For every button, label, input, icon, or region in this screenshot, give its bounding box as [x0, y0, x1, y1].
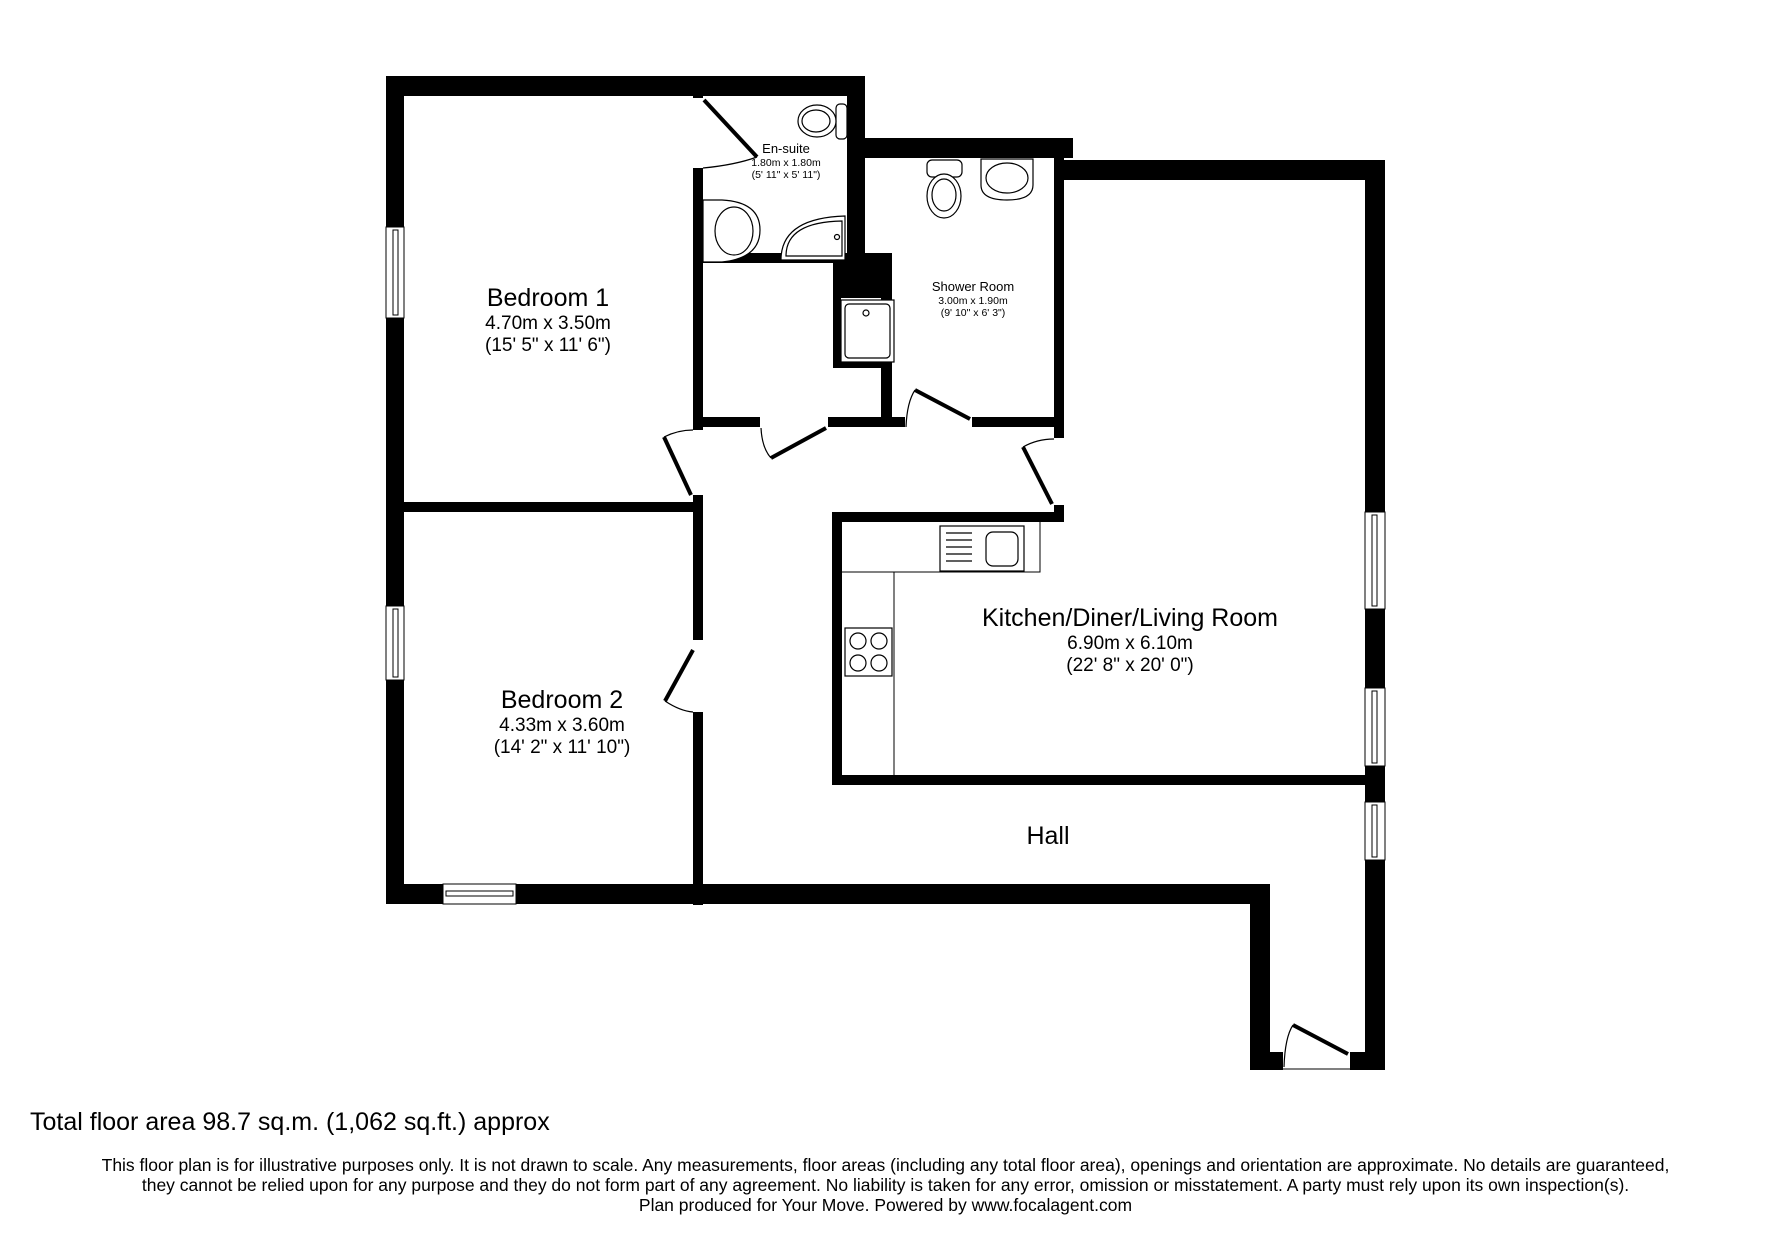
door-bedroom2 [663, 649, 695, 713]
door-kitchen [1021, 438, 1055, 505]
window-kitchen-2 [1364, 687, 1386, 767]
room-dimensions-imperial: (9' 10" x 6' 3") [940, 307, 1006, 319]
room-dimensions-imperial: (15' 5" x 11' 6") [484, 334, 612, 356]
disclaimer-line: This floor plan is for illustrative purp… [101, 1155, 1670, 1175]
ensuite-corner-shower-icon [780, 215, 846, 261]
room-name: Kitchen/Diner/Living Room [982, 604, 1278, 632]
window-kitchen-1 [1364, 511, 1386, 610]
ensuite-basin-icon [702, 199, 761, 263]
door-entrance [1283, 1023, 1349, 1068]
disclaimer-line: they cannot be relied upon for any purpo… [141, 1175, 1630, 1195]
window-bedroom2 [385, 605, 405, 681]
walls [386, 76, 1385, 1070]
fixtures [702, 103, 1041, 775]
door-ensuite [702, 98, 759, 169]
room-label-shower-room: Shower Room 3.00m x 1.90m (9' 10" x 6' 3… [931, 279, 1015, 319]
room-name: En-suite [762, 141, 810, 156]
kitchen-hob-icon [844, 627, 893, 677]
room-label-kitchen: Kitchen/Diner/Living Room 6.90m x 6.10m … [982, 604, 1278, 676]
room-name: Shower Room [931, 279, 1015, 294]
floor-plan [385, 76, 1386, 1070]
openings [692, 640, 704, 712]
disclaimer-line: Plan produced for Your Move. Powered by … [638, 1195, 1133, 1215]
kitchen-worktop [842, 522, 1041, 775]
room-dimensions-metric: 3.00m x 1.90m [938, 294, 1008, 307]
door-cupboard [760, 426, 827, 460]
room-name: Bedroom 1 [486, 284, 610, 312]
room-dimensions-imperial: (14' 2" x 11' 10") [493, 736, 631, 758]
windows [385, 226, 1386, 1070]
room-dimensions-imperial: (22' 8" x 20' 0") [1066, 654, 1194, 676]
room-dimensions-metric: 6.90m x 6.10m [1067, 632, 1193, 654]
window-hall [1364, 801, 1386, 861]
ensuite-toilet-icon [797, 103, 848, 140]
room-label-ensuite: En-suite 1.80m x 1.80m (5' 11" x 5' 11") [751, 141, 821, 181]
room-label-bedroom1: Bedroom 1 4.70m x 3.50m (15' 5" x 11' 6"… [485, 284, 611, 356]
doors [662, 98, 1349, 1068]
room-dimensions-metric: 4.33m x 3.60m [499, 714, 625, 736]
room-label-hall: Hall [1026, 822, 1070, 850]
total-floor-area: Total floor area 98.7 sq.m. (1,062 sq.ft… [30, 1108, 550, 1136]
room-dimensions-metric: 4.70m x 3.50m [485, 312, 611, 334]
room-label-bedroom2: Bedroom 2 4.33m x 3.60m (14' 2" x 11' 10… [494, 686, 631, 758]
door-bedroom1 [662, 429, 694, 496]
shower-tray-icon [840, 299, 895, 363]
room-name: Bedroom 2 [500, 686, 624, 714]
window-bedroom2-bottom [442, 883, 517, 905]
shower-room-toilet-icon [926, 159, 963, 219]
room-dimensions-imperial: (5' 11" x 5' 11") [751, 169, 821, 181]
door-shower [905, 388, 971, 428]
kitchen-sink-icon [939, 525, 1025, 572]
window-bedroom1 [385, 226, 405, 319]
room-dimensions-metric: 1.80m x 1.80m [751, 156, 821, 169]
shower-room-basin-icon [980, 158, 1034, 201]
disclaimer: This floor plan is for illustrative purp… [0, 1155, 1771, 1215]
